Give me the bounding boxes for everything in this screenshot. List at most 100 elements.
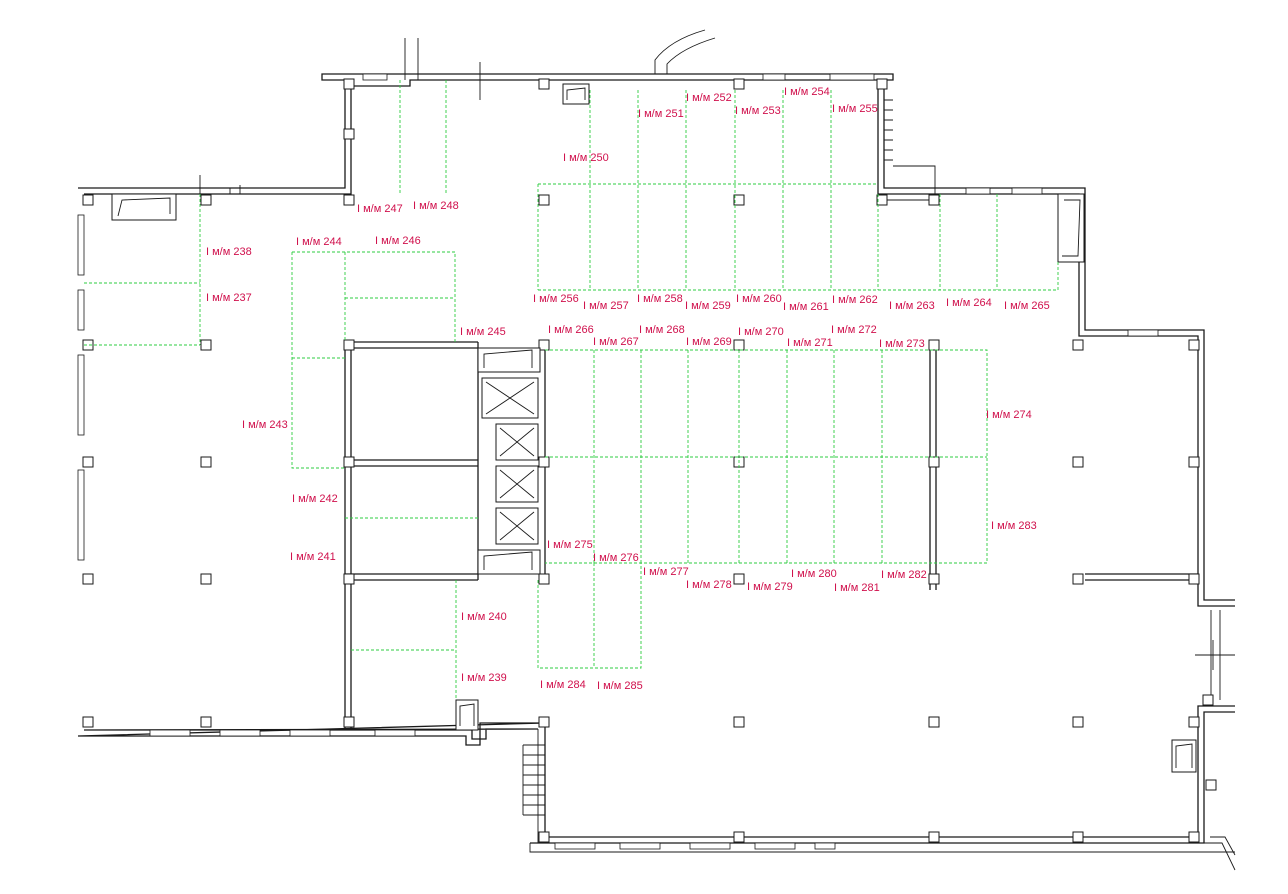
- structural-column: [928, 194, 940, 206]
- structural-column: [1072, 716, 1084, 728]
- top-door-curve: [654, 29, 716, 74]
- window: [219, 729, 261, 737]
- parking-spot-label-256: I м/м 256: [533, 293, 579, 305]
- left-top-notch: [199, 175, 241, 194]
- elevator-cross: [499, 469, 535, 499]
- vent-shaft: [562, 83, 590, 105]
- parking-spot-label-283: I м/м 283: [991, 520, 1037, 532]
- structural-column: [343, 573, 355, 585]
- core-walls: [344, 341, 1198, 728]
- parking-spot-label-274: I м/м 274: [986, 409, 1032, 421]
- stall-grid-center: [545, 349, 988, 564]
- parking-stall-lines: [84, 80, 1059, 700]
- vent-shaft-mark: [1062, 199, 1081, 257]
- structural-column: [200, 339, 212, 351]
- outer-wall: [77, 73, 1235, 844]
- parking-spot-label-265: I м/м 265: [1004, 300, 1050, 312]
- parking-spot-label-243: I м/м 243: [242, 419, 288, 431]
- parking-spot-label-251: I м/м 251: [638, 108, 684, 120]
- structural-column: [538, 339, 550, 351]
- entrance-ramp-bottom: [1204, 836, 1236, 871]
- structural-column: [82, 456, 94, 468]
- parking-spot-label-247: I м/м 247: [357, 203, 403, 215]
- structural-column: [733, 573, 745, 585]
- parking-spot-label-242: I м/м 242: [292, 493, 338, 505]
- stall-grid-bottom: [537, 563, 642, 669]
- parking-spot-label-261: I м/м 261: [783, 301, 829, 313]
- structural-column: [928, 831, 940, 843]
- window: [289, 729, 331, 737]
- structural-column: [876, 194, 888, 206]
- parking-spot-label-281: I м/м 281: [834, 582, 880, 594]
- vent-shaft-mark: [1175, 743, 1193, 768]
- structural-column: [1202, 694, 1214, 706]
- window: [362, 73, 388, 81]
- parking-spot-label-268: I м/м 268: [639, 324, 685, 336]
- window: [77, 289, 85, 331]
- structural-column: [82, 716, 94, 728]
- structural-column: [733, 194, 745, 206]
- elevator-cross: [485, 381, 535, 415]
- structural-column: [82, 194, 94, 206]
- parking-spot-label-280: I м/м 280: [791, 568, 837, 580]
- parking-spot-label-241: I м/м 241: [290, 551, 336, 563]
- parking-spot-label-270: I м/м 270: [738, 326, 784, 338]
- elevator-cross: [499, 427, 535, 457]
- structural-column: [1072, 339, 1084, 351]
- parking-spot-label-259: I м/м 259: [685, 300, 731, 312]
- structural-column: [1072, 456, 1084, 468]
- structural-column: [1188, 573, 1200, 585]
- structural-column: [82, 573, 94, 585]
- entrance-wall-right: [1195, 610, 1235, 700]
- parking-spot-label-250: I м/м 250: [563, 152, 609, 164]
- structural-column: [538, 716, 550, 728]
- window: [619, 842, 661, 850]
- vent-shaft: [455, 699, 479, 731]
- window: [814, 842, 836, 850]
- structural-column: [1072, 573, 1084, 585]
- window: [77, 214, 85, 276]
- vent-shaft-mark: [566, 87, 586, 100]
- window: [374, 729, 416, 737]
- parking-spot-label-252: I м/м 252: [686, 92, 732, 104]
- structural-column: [1188, 716, 1200, 728]
- window: [762, 73, 786, 81]
- parking-spot-label-255: I м/м 255: [832, 103, 878, 115]
- structural-column: [200, 573, 212, 585]
- small-column: [1205, 779, 1217, 791]
- building-core: [111, 83, 1217, 791]
- structural-column: [928, 339, 940, 351]
- exterior-walls: [77, 29, 1236, 871]
- vent-shaft-mark: [483, 551, 533, 570]
- parking-spot-label-266: I м/м 266: [548, 324, 594, 336]
- parking-spot-label-238: I м/м 238: [206, 246, 252, 258]
- parking-spot-label-278: I м/м 278: [686, 579, 732, 591]
- window: [689, 842, 731, 850]
- structural-column: [200, 194, 212, 206]
- structural-column: [343, 456, 355, 468]
- parking-spot-label-253: I м/м 253: [735, 105, 781, 117]
- vent-shaft-mark: [483, 349, 533, 368]
- structural-column: [343, 194, 355, 206]
- lower-ramp-wall: [529, 729, 1235, 853]
- structural-column: [733, 339, 745, 351]
- parking-spot-label-271: I м/м 271: [787, 337, 833, 349]
- structural-column: [343, 339, 355, 351]
- structural-column: [1188, 339, 1200, 351]
- stall-grid-core-top: [291, 251, 456, 469]
- structural-column: [538, 194, 550, 206]
- stall-grid-top-left: [399, 80, 447, 194]
- window: [829, 73, 875, 81]
- stall-grid-top: [537, 90, 1059, 291]
- parking-spot-label-272: I м/м 272: [831, 324, 877, 336]
- parking-spot-label-285: I м/м 285: [597, 680, 643, 692]
- structural-column: [343, 78, 355, 90]
- parking-spot-label-239: I м/м 239: [461, 672, 507, 684]
- window: [1127, 329, 1159, 337]
- structural-column: [1072, 831, 1084, 843]
- parking-spot-label-263: I м/м 263: [889, 300, 935, 312]
- window: [554, 842, 596, 850]
- structural-column: [876, 78, 888, 90]
- structural-column: [928, 716, 940, 728]
